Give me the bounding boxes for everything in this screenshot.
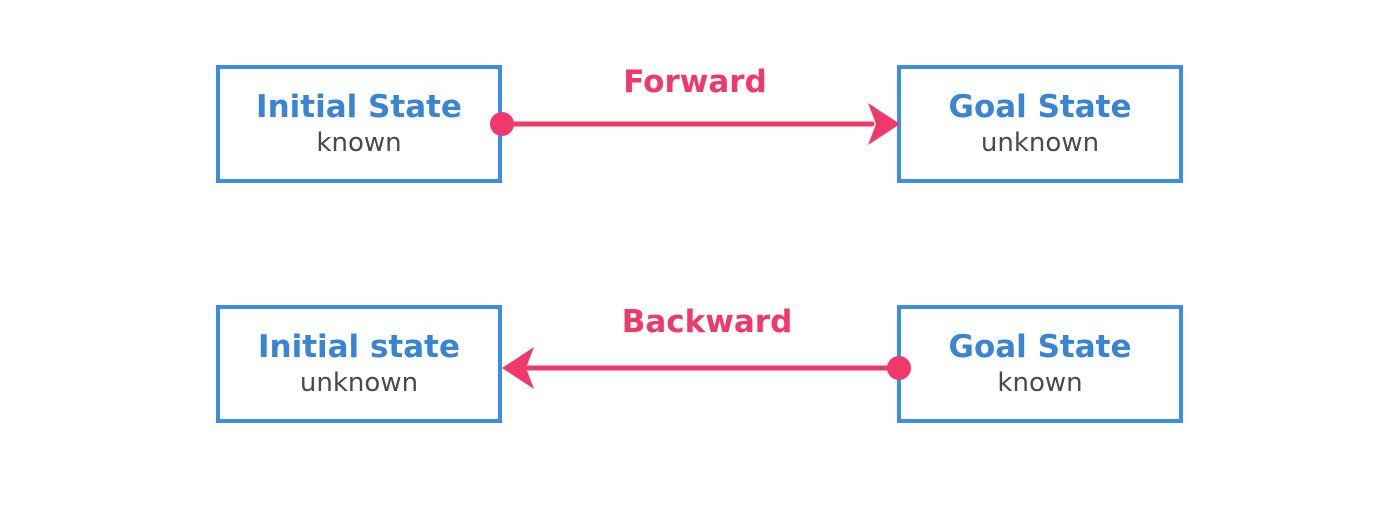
forward-goal-state-box: Goal State unknown [897, 65, 1183, 183]
forward-goal-state-status: unknown [980, 128, 1100, 158]
backward-goal-state-title: Goal State [948, 329, 1132, 365]
backward-goal-state-box: Goal State known [897, 305, 1183, 423]
forward-initial-state-status: known [316, 128, 402, 158]
backward-initial-state-status: unknown [299, 368, 419, 398]
forward-arrow-label: Forward [623, 64, 767, 100]
forward-arrowhead [868, 103, 900, 145]
backward-arrow [502, 347, 911, 389]
backward-initial-state-box: Initial state unknown [216, 305, 502, 423]
backward-arrow-start-dot [887, 356, 911, 380]
forward-initial-state-box: Initial State known [216, 65, 502, 183]
forward-arrow-start-dot [490, 112, 514, 136]
forward-initial-state-title: Initial State [256, 89, 462, 125]
backward-arrowhead [502, 347, 534, 389]
backward-initial-state-title: Initial state [257, 329, 461, 365]
forward-goal-state-title: Goal State [948, 89, 1132, 125]
backward-goal-state-status: known [997, 368, 1083, 398]
forward-arrow [490, 103, 900, 145]
backward-arrow-label: Backward [621, 304, 793, 340]
